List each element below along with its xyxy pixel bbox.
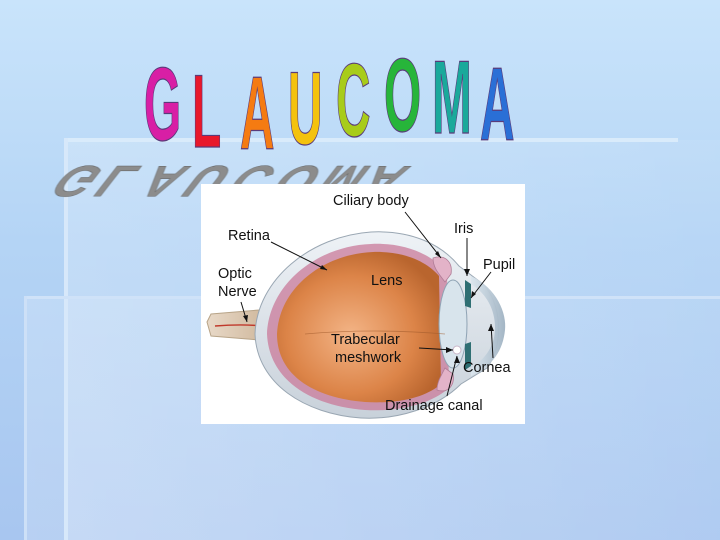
title-letter: A [240,56,275,172]
label-optic: Optic [218,266,252,282]
label-retina: Retina [228,228,271,244]
lens-equator-line [304,330,446,335]
label-drainage-canal: Drainage canal [385,398,483,414]
label-ciliary-body: Ciliary body [333,193,409,209]
title-letter: O [384,39,421,155]
eye-diagram: Ciliary body Retina Iris Optic Nerve Pup… [201,184,525,424]
pointer-ciliary [404,211,442,259]
iris-lower [465,342,471,370]
ciliary-body [432,256,452,283]
label-iris: Iris [454,221,473,237]
iris [465,280,471,308]
title-letter: M [432,40,472,156]
title-letter: L [192,55,221,171]
pointer-retina [270,241,328,271]
pointer-lines [240,211,494,397]
vitreous-body [277,251,441,403]
label-cornea: Cornea [463,360,511,376]
divider-line [66,138,678,142]
label-nerve: Nerve [218,284,257,300]
label-meshwork: meshwork [335,350,402,366]
arrow-heads [243,251,494,363]
trabecular-meshwork [452,345,462,355]
label-lens: Lens [371,273,402,289]
title-letter: U [288,51,323,167]
divider-line-vertical-lower [24,296,27,540]
label-trabecular: Trabecular [331,332,400,348]
cornea [471,276,506,376]
divider-line-vertical [64,138,68,540]
title-letter: A [480,47,515,163]
title-letter: C [336,44,371,160]
title-letter: G [144,47,181,163]
lens [438,279,468,369]
label-pupil: Pupil [483,257,515,273]
